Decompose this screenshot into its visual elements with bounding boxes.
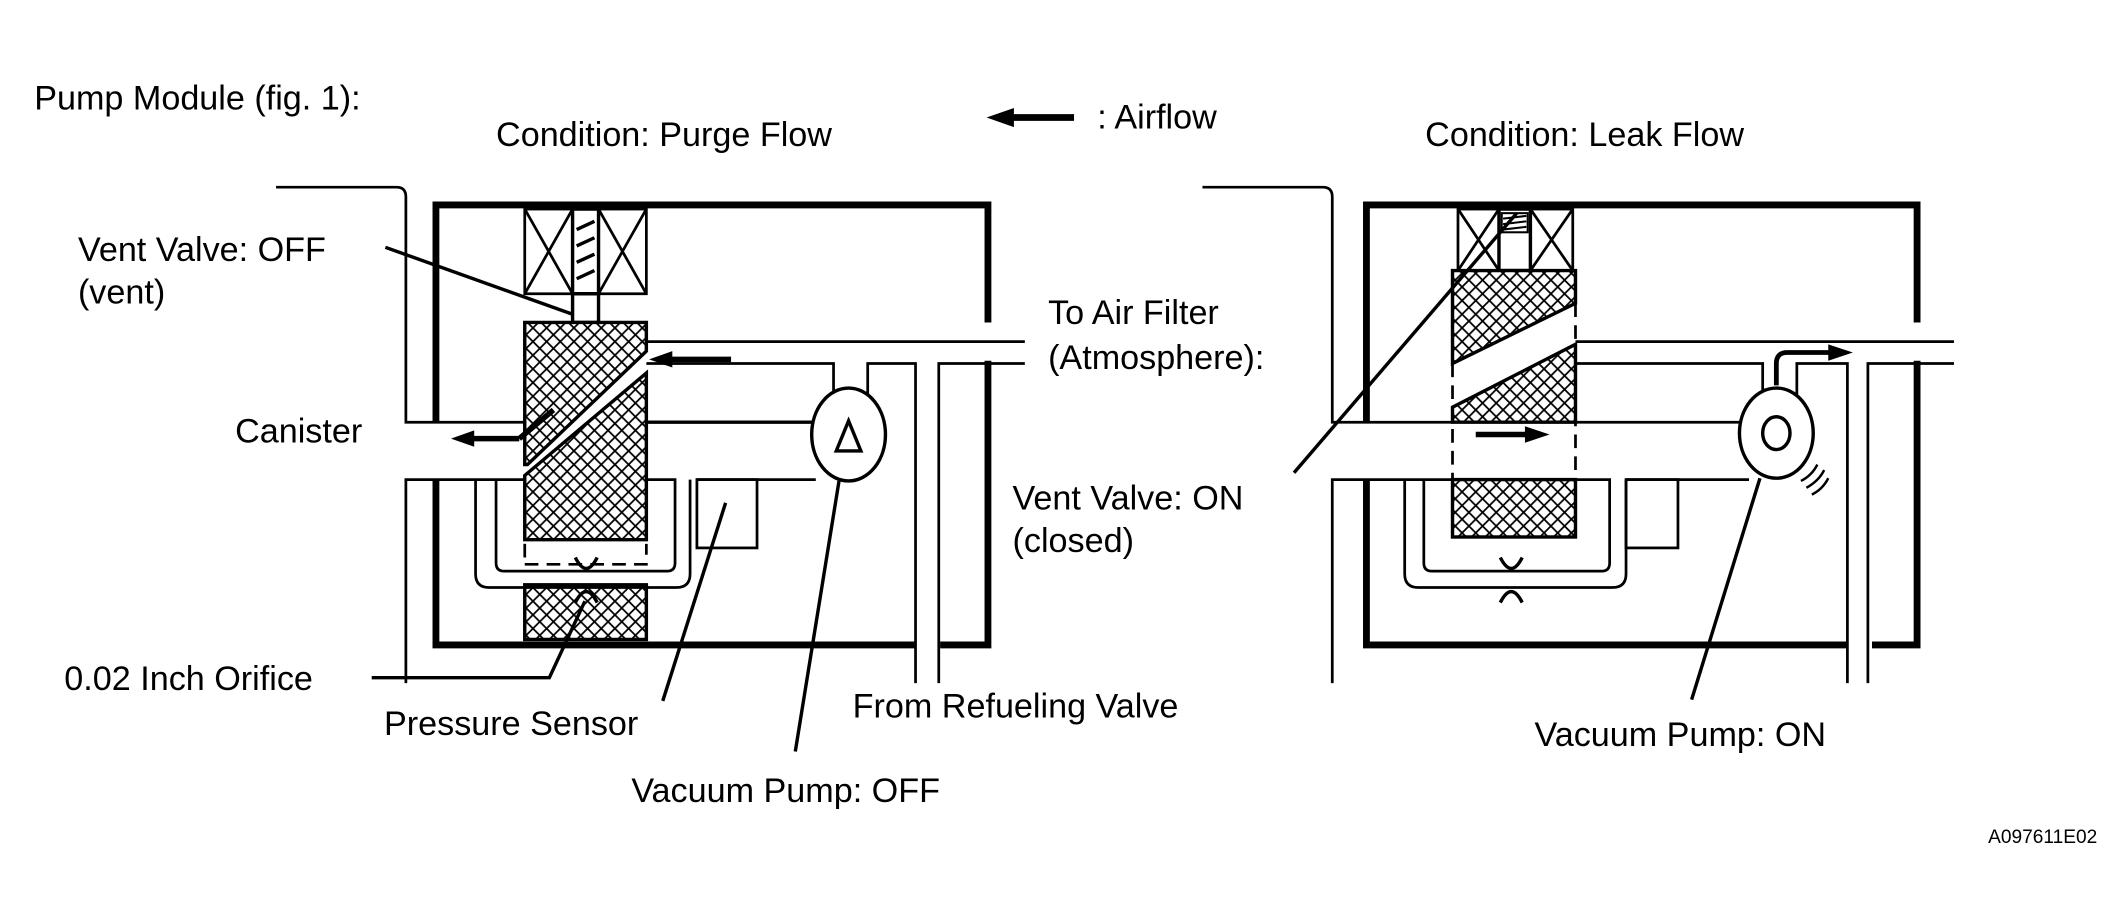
orifice-passage-outer	[474, 479, 692, 589]
vacuum-pump-off	[809, 386, 888, 483]
orifice-label: 0.02 Inch Orifice	[64, 660, 313, 698]
air-filter-pipe-lower	[646, 362, 835, 401]
pressure-sensor	[695, 478, 759, 550]
leak-condition-title: Condition: Leak Flow	[1425, 116, 1744, 154]
vent-valve-on-sublabel: (closed)	[1013, 522, 1134, 560]
figure-id: A097611E02	[1988, 827, 2097, 848]
canister-label: Canister	[235, 413, 362, 451]
vent-valve-body-upper	[1450, 268, 1578, 367]
canister-pipe-lower	[404, 478, 527, 684]
vacuum-pump-on-label: Vacuum Pump: ON	[1534, 716, 1826, 754]
vent-valve-off-sublabel: (vent)	[78, 273, 165, 311]
vent-valve-on-label: Vent Valve: ON	[1013, 480, 1244, 518]
module-housing-right	[940, 360, 992, 649]
refueling-valve-label: From Refueling Valve	[853, 687, 1179, 725]
pressure-sensor	[1624, 478, 1680, 550]
vent-valve-on-leader	[1292, 212, 1519, 474]
triangle-icon	[833, 416, 864, 453]
canister-pipe-upper	[276, 185, 527, 424]
pressure-sensor-leader	[661, 502, 728, 702]
airflow-legend: : Airflow	[986, 98, 1217, 136]
airflow-legend-label: : Airflow	[1097, 98, 1217, 136]
vacuum-pump-on	[1737, 386, 1830, 496]
leak-flow-diagram: Vent Valve: ON (closed) Vacuum Pump: ON	[1013, 185, 1954, 754]
orifice-icon	[1498, 556, 1524, 571]
vacuum-pump-on-leader	[1689, 477, 1762, 701]
air-filter-label: To Air Filter	[1048, 294, 1219, 332]
pressure-sensor-label: Pressure Sensor	[384, 705, 638, 743]
vacuum-pump-leader	[793, 480, 841, 752]
module-housing-top	[432, 201, 992, 423]
purge-condition-title: Condition: Purge Flow	[496, 116, 832, 154]
vent-valve-body-upper	[523, 320, 649, 467]
vent-valve-body-lower	[1450, 477, 1578, 539]
vibration-icon	[1800, 463, 1830, 496]
air-filter-sublabel: (Atmosphere):	[1048, 339, 1264, 377]
airflow-arrow-exhaust	[1773, 350, 1831, 386]
pump-rotor-icon	[1760, 415, 1792, 452]
orifice-leader	[371, 600, 587, 680]
vent-valve-body-bottom	[523, 583, 649, 642]
orifice-icon	[573, 556, 599, 571]
vacuum-pump-off-label: Vacuum Pump: OFF	[631, 772, 940, 810]
vent-valve-off-label: Vent Valve: OFF	[78, 231, 326, 269]
left-arrow-icon	[986, 107, 1075, 128]
vent-valve-body-lower	[523, 369, 649, 542]
figure-title: Pump Module (fig. 1):	[34, 79, 360, 117]
purge-flow-diagram: Vent Valve: OFF (vent) Canister To Air F…	[64, 185, 1264, 810]
module-housing-bottom	[432, 479, 916, 649]
vent-valve-leader	[384, 245, 574, 316]
